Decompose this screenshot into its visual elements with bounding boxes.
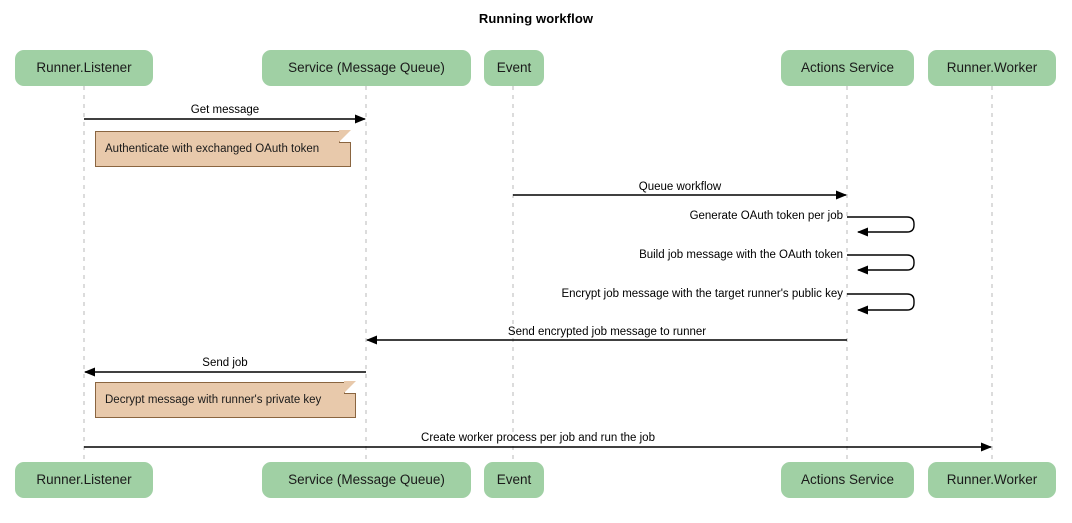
note-decrypt-message-private-key: Decrypt message with runner's private ke… [95, 381, 356, 418]
participant-label: Runner.Worker [946, 60, 1038, 75]
note-text: Authenticate with exchanged OAuth token [105, 143, 320, 155]
self-message-encrypt-job-message-public-key [847, 293, 915, 315]
message-label-encrypt-job-message-public-key: Encrypt job message with the target runn… [561, 288, 843, 300]
participant-label: Runner.Listener [36, 472, 132, 487]
message-label-generate-oauth-token-per-job: Generate OAuth token per job [689, 210, 843, 222]
participant-label: Actions Service [800, 472, 895, 487]
participant-label: Service (Message Queue) [288, 472, 445, 487]
message-label-get-message: Get message [190, 104, 260, 116]
message-label-send-job: Send job [202, 357, 248, 369]
self-message-build-job-message-with-oauth-token [847, 254, 915, 275]
message-label-queue-workflow: Queue workflow [638, 181, 722, 193]
participant-label: Event [496, 60, 532, 75]
participant-top-runner-worker[interactable]: Runner.Worker [928, 50, 1056, 86]
participant-bottom-actions-service[interactable]: Actions Service [781, 462, 914, 498]
note-authenticate-oauth-token: Authenticate with exchanged OAuth token [95, 130, 351, 167]
participant-label: Actions Service [800, 60, 895, 75]
participant-label: Runner.Listener [36, 60, 132, 75]
participant-label: Event [496, 472, 532, 487]
participant-top-event[interactable]: Event [484, 50, 544, 86]
note-fold-corner-icon [339, 130, 351, 143]
message-label-build-job-message-with-oauth-token: Build job message with the OAuth token [639, 249, 843, 261]
participant-bottom-service-message-queue[interactable]: Service (Message Queue) [262, 462, 471, 498]
participant-bottom-runner-worker[interactable]: Runner.Worker [928, 462, 1056, 498]
participant-top-service-message-queue[interactable]: Service (Message Queue) [262, 50, 471, 86]
note-fold-corner-icon [344, 381, 356, 394]
participant-label: Service (Message Queue) [288, 60, 445, 75]
message-label-create-worker-process-run-job: Create worker process per job and run th… [421, 432, 655, 444]
participant-label: Runner.Worker [946, 472, 1038, 487]
self-message-generate-oauth-token-per-job [847, 216, 915, 237]
participant-bottom-event[interactable]: Event [484, 462, 544, 498]
participant-top-runner-listener[interactable]: Runner.Listener [15, 50, 153, 86]
message-arrows-group [84, 114, 992, 452]
diagram-title: Running workflow [478, 11, 594, 26]
note-text: Decrypt message with runner's private ke… [105, 394, 322, 406]
participant-bottom-runner-listener[interactable]: Runner.Listener [15, 462, 153, 498]
participant-top-actions-service[interactable]: Actions Service [781, 50, 914, 86]
message-label-send-encrypted-job-message-to-runner: Send encrypted job message to runner [507, 326, 707, 338]
